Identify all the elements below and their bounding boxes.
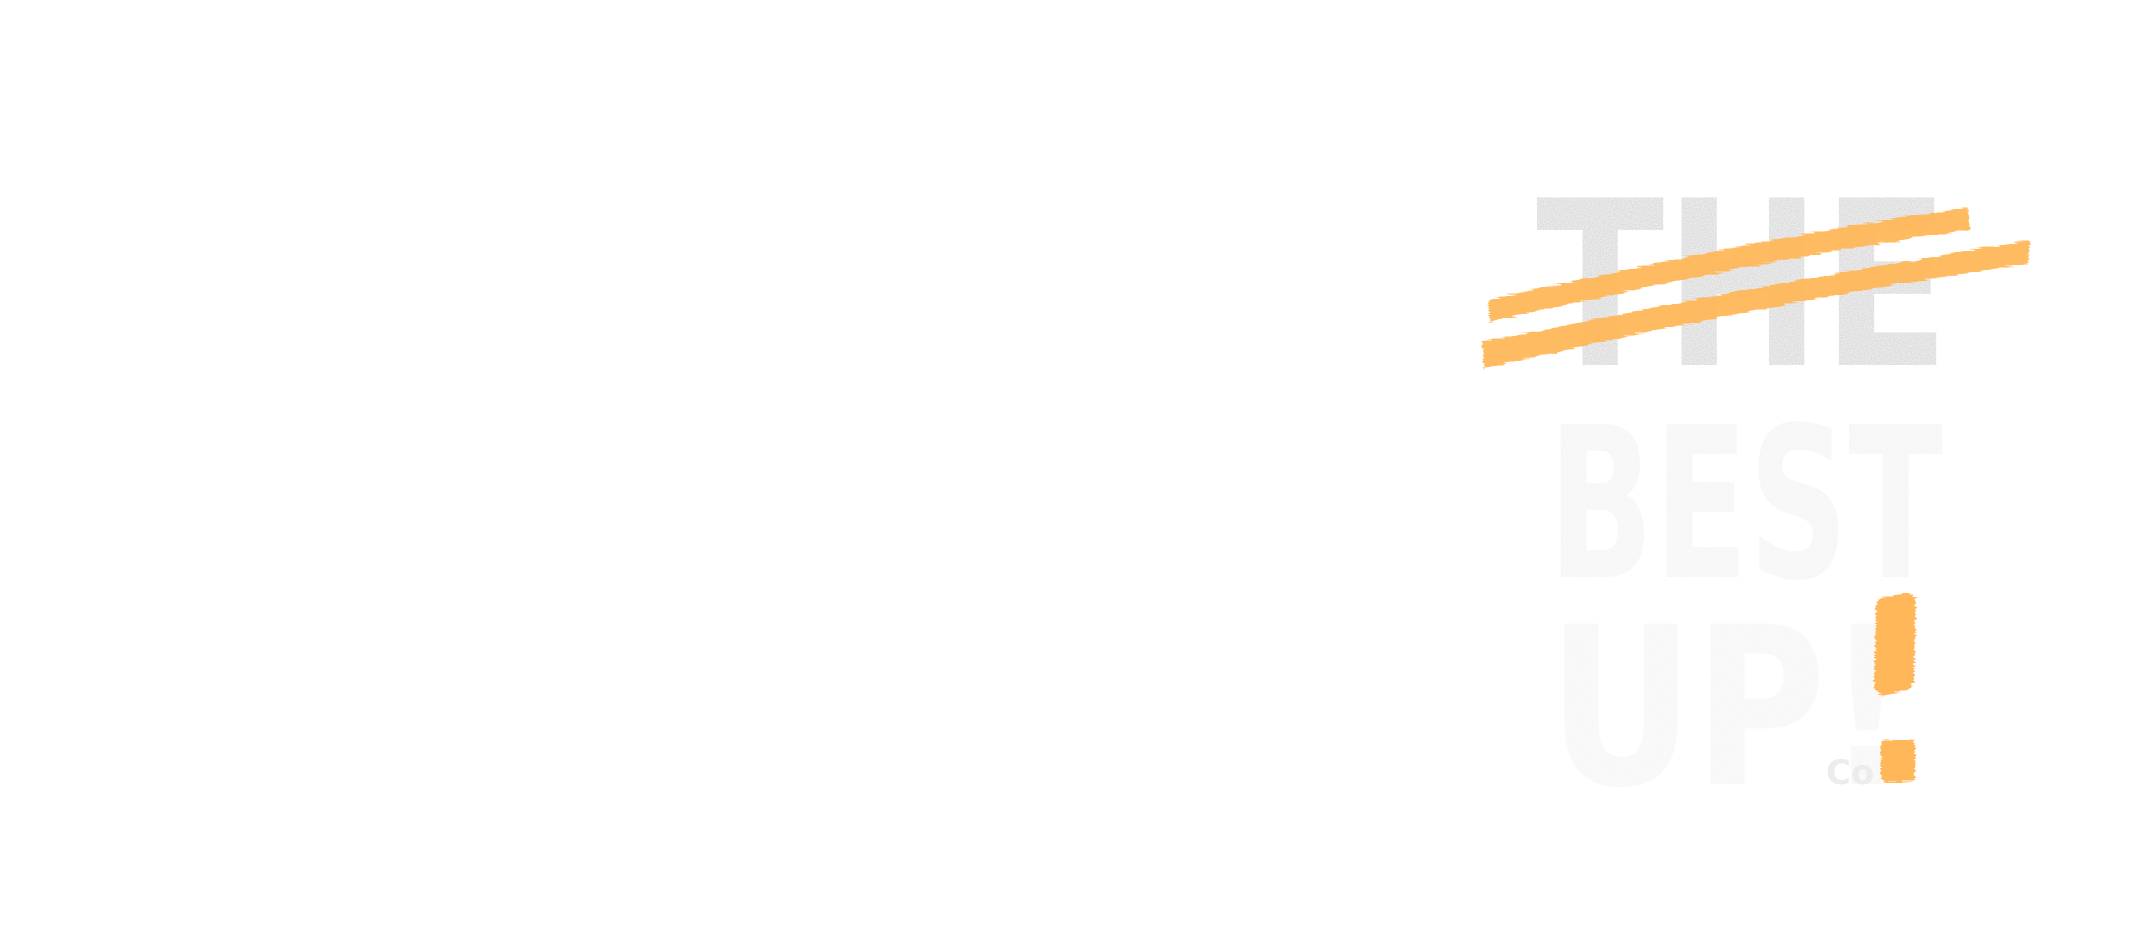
logo-graphic: THE BEST UP! Co bbox=[1482, 172, 2030, 792]
accent-brush-strokes bbox=[1482, 208, 2030, 368]
brush-stroke-upper bbox=[1488, 208, 1970, 322]
exclamation-bar bbox=[1874, 592, 1916, 696]
brand-logo: THE BEST UP! Co bbox=[1468, 172, 2068, 792]
logo-tag: Co bbox=[1826, 753, 1874, 792]
logo-word-bottom: UP! bbox=[1548, 580, 1908, 792]
brush-stroke-lower bbox=[1482, 240, 2030, 368]
exclamation-dot bbox=[1881, 740, 1915, 782]
logo-word-middle: BEST bbox=[1548, 382, 1943, 627]
